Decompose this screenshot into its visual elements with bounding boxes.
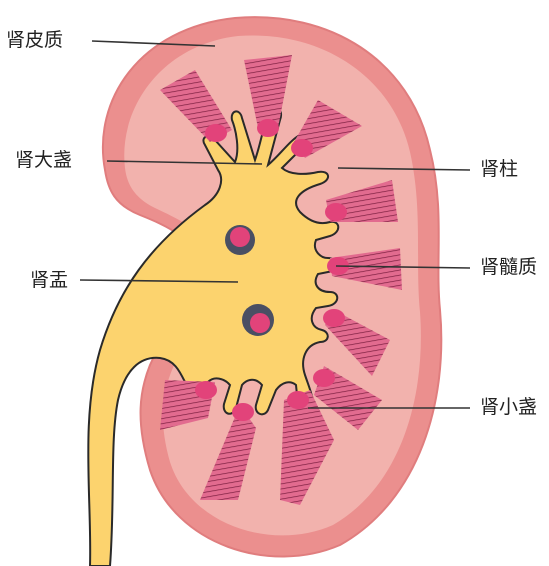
renal-papilla xyxy=(313,369,335,387)
label-renal-medulla: 肾髓质 xyxy=(480,258,537,277)
label-minor-calyx: 肾小盏 xyxy=(480,398,537,417)
renal-papilla xyxy=(291,139,313,157)
renal-papilla xyxy=(287,391,309,409)
renal-papilla xyxy=(323,309,345,327)
renal-papilla xyxy=(257,119,279,137)
renal-papilla xyxy=(232,403,254,421)
renal-papilla xyxy=(325,203,347,221)
calyx-cross-section xyxy=(225,225,255,255)
calyx-cross-section xyxy=(242,304,274,336)
renal-papilla xyxy=(195,381,217,399)
label-renal-cortex: 肾皮质 xyxy=(6,31,63,50)
label-renal-column: 肾柱 xyxy=(480,160,518,179)
renal-papilla xyxy=(205,124,227,142)
label-renal-pelvis: 肾盂 xyxy=(30,271,68,290)
label-major-calyx: 肾大盏 xyxy=(15,151,72,170)
